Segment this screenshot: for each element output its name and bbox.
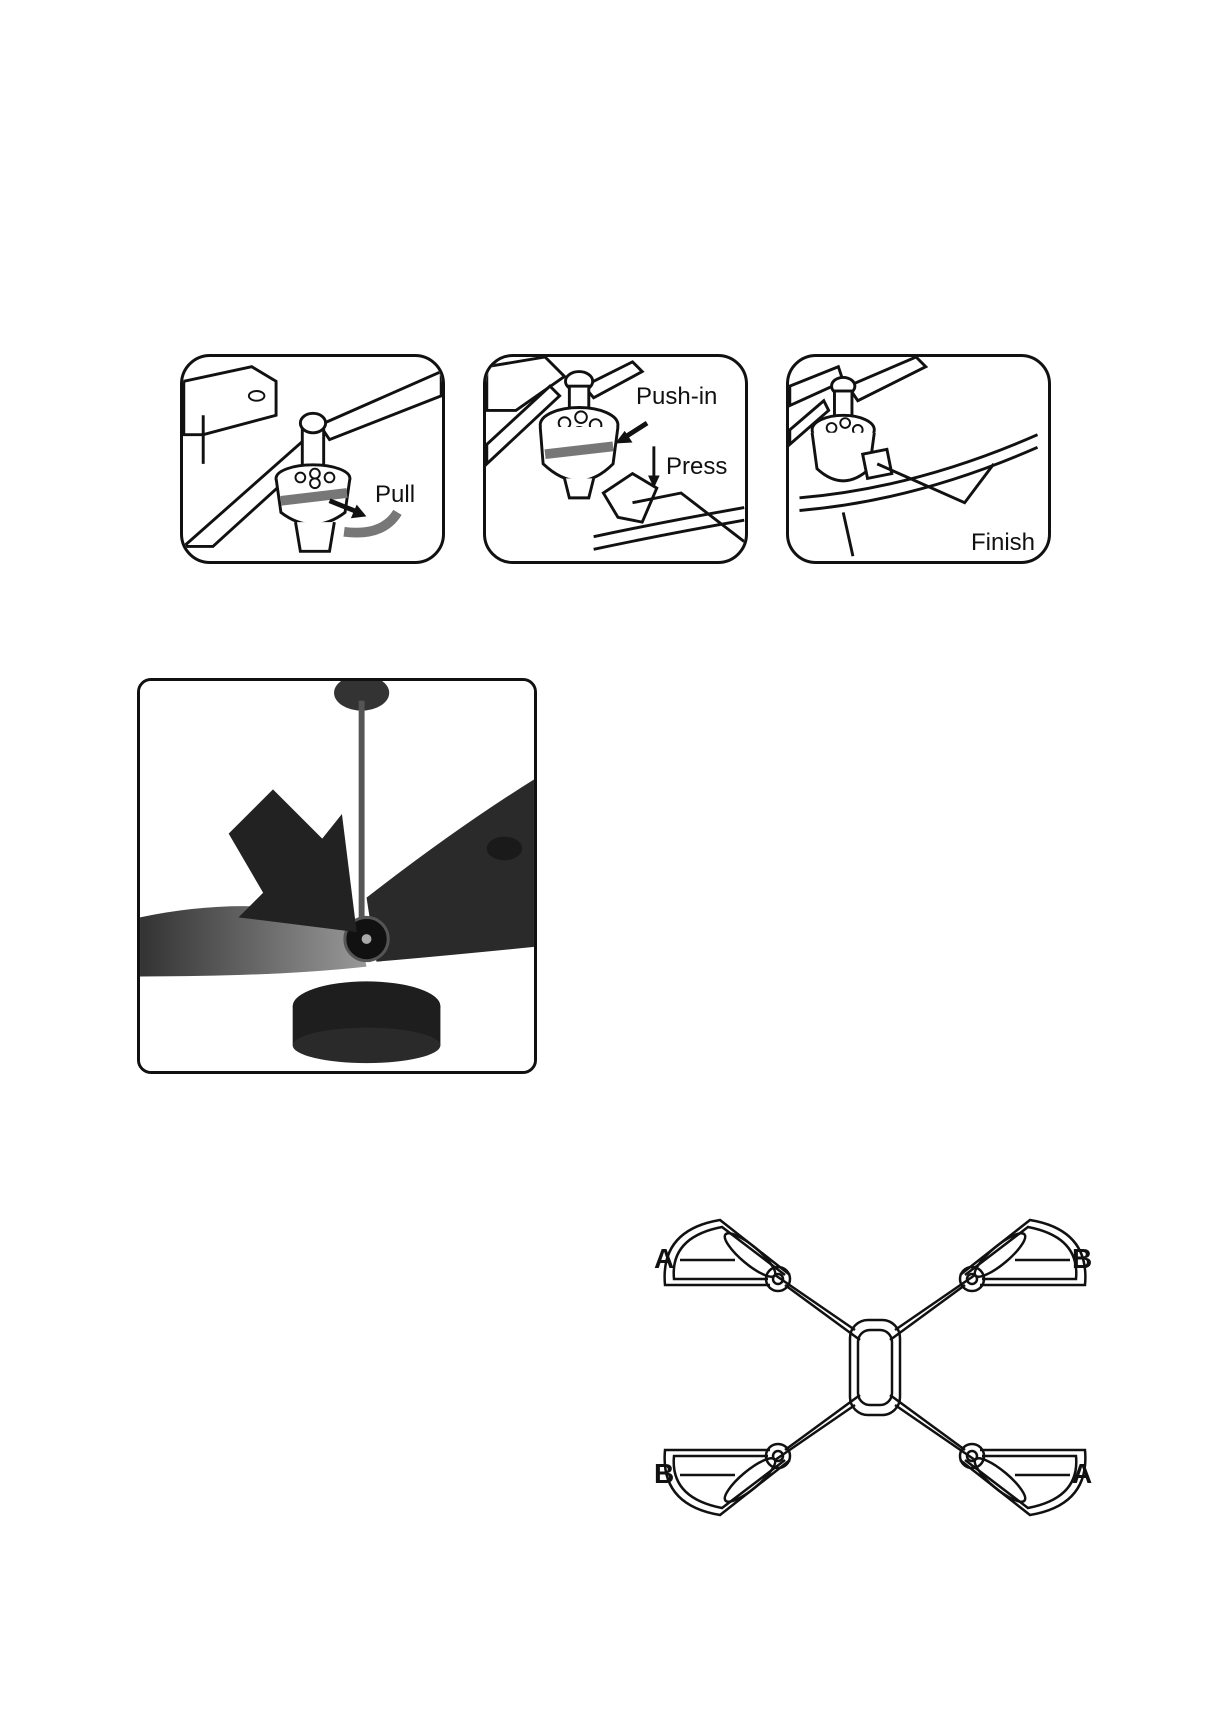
step-1-panel: Pull [180,354,445,564]
propeller-label-top-right: B [1072,1243,1092,1275]
step-3-panel: Finish [786,354,1051,564]
propeller-label-bottom-left: B [654,1458,674,1490]
step-2-panel: Push-in Press [483,354,748,564]
drone-top-view-diagram: A B B A [660,1205,1090,1535]
step-2-label-press: Press [666,453,727,481]
step-1-label: Pull [375,481,415,509]
propeller-screw-photo [137,678,537,1074]
step-1-illustration [183,357,442,561]
propeller-label-bottom-right: A [1072,1458,1092,1490]
step-3-label: Finish [971,529,1035,557]
step-2-label-push-in: Push-in [636,383,717,411]
propeller-screw-illustration [140,681,534,1071]
drone-top-view-svg [660,1205,1090,1535]
propeller-label-top-left: A [654,1243,674,1275]
